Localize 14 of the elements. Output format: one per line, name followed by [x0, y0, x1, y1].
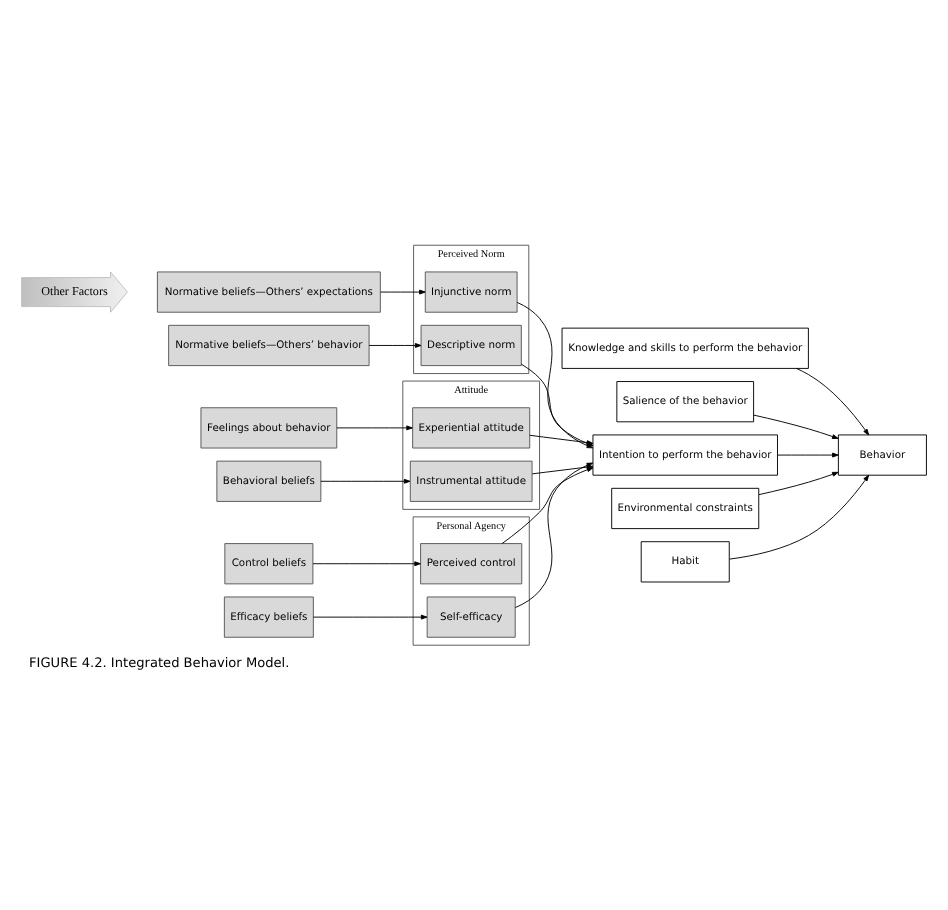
arrow: [320, 477, 411, 483]
arrow: [313, 613, 428, 619]
arrow: [729, 473, 870, 559]
arrow: [368, 342, 422, 347]
arrow: [796, 367, 870, 435]
arrow: [501, 466, 594, 543]
arrow: [312, 560, 421, 566]
arrow: [520, 362, 594, 445]
arrow: [777, 451, 839, 457]
arrow: [753, 413, 839, 438]
arrow: [380, 288, 426, 294]
arrow: [529, 433, 594, 445]
arrow: [336, 424, 413, 430]
arrow: [758, 470, 839, 495]
